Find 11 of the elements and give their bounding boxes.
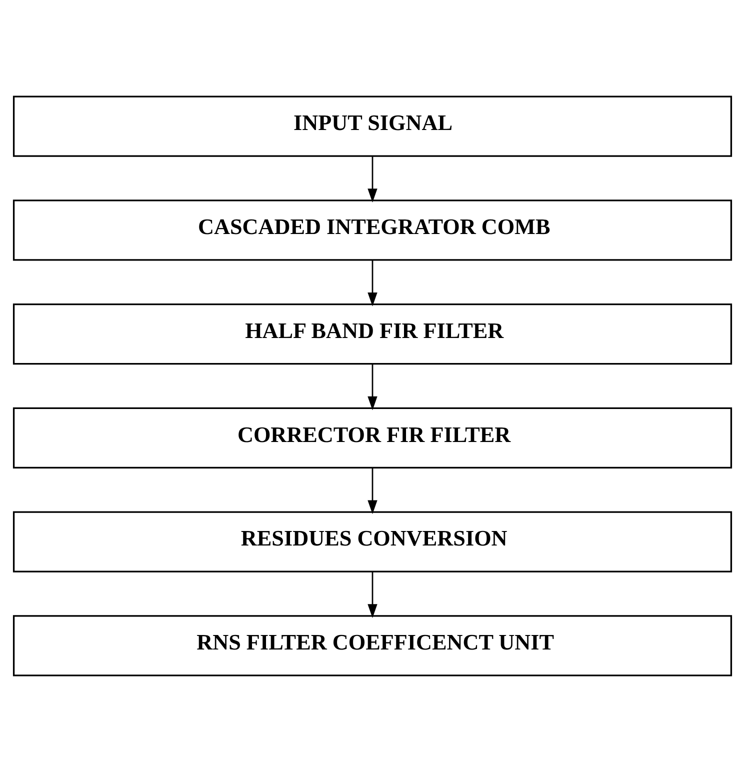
node-box: RNS FILTER COEFFICENCT UNIT [12, 615, 732, 676]
node-box: CASCADED INTEGRATOR COMB [12, 200, 732, 261]
node-box: CORRECTOR FIR FILTER [12, 407, 732, 469]
arrow [368, 468, 378, 514]
arrow [368, 364, 378, 410]
node-box: RESIDUES CONVERSION [12, 511, 732, 572]
arrow [368, 156, 378, 202]
node-box: HALF BAND FIR FILTER [12, 303, 732, 365]
node-box: INPUT SIGNAL [12, 96, 732, 157]
arrow [368, 260, 378, 306]
arrow [368, 572, 378, 618]
